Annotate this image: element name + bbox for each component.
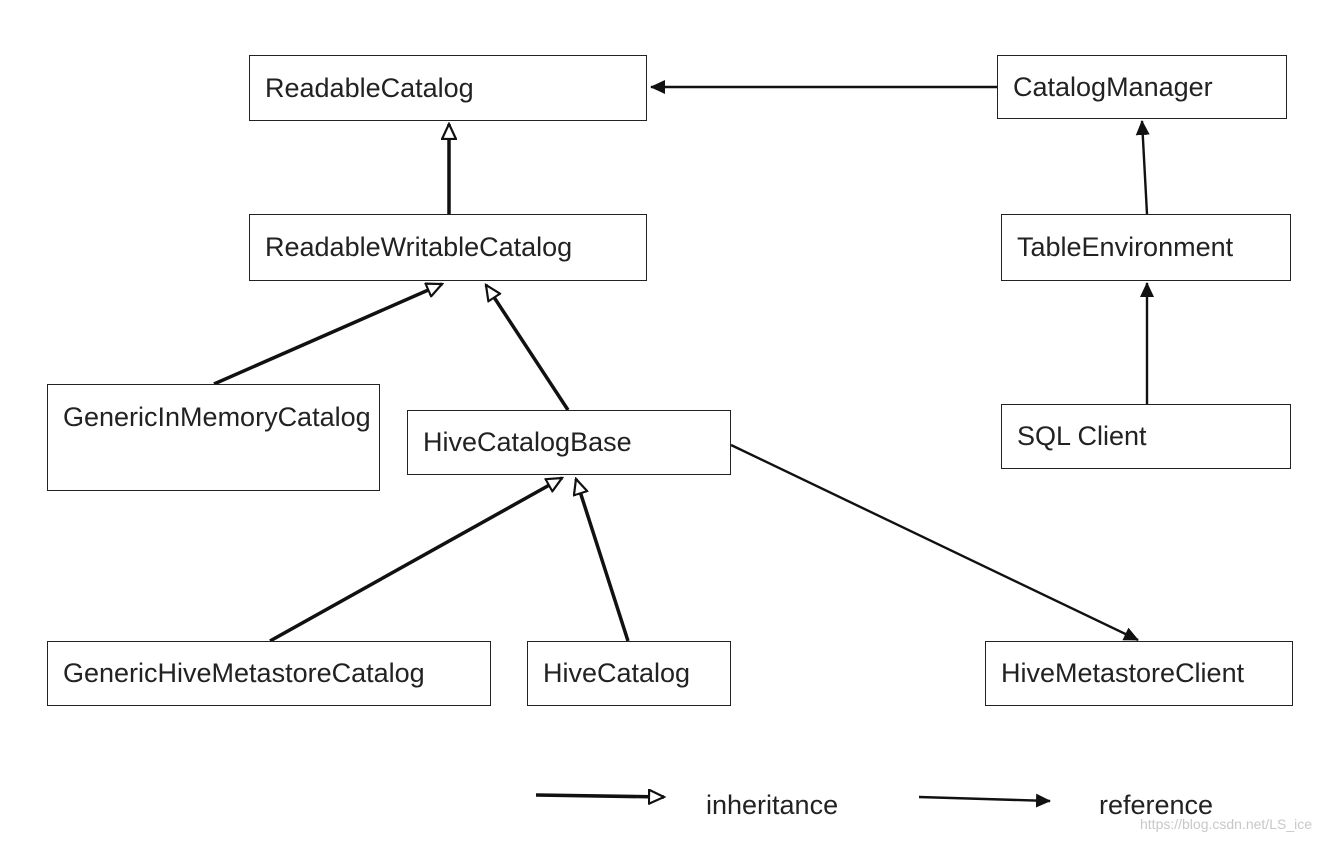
legend-inheritance-arrow — [535, 795, 664, 797]
node-generic-hive-metastore-catalog: GenericHiveMetastoreCatalog — [47, 641, 491, 706]
edge-hivebase-to-hivemetastoreclient — [730, 443, 1139, 642]
node-readable-writable-catalog: ReadableWritableCatalog — [249, 214, 647, 281]
node-hive-catalog-base: HiveCatalogBase — [407, 410, 731, 475]
node-label: HiveMetastoreClient — [1001, 658, 1245, 689]
node-readable-catalog: ReadableCatalog — [249, 55, 647, 121]
legend-reference-arrow — [918, 793, 1051, 808]
node-label: SQL Client — [1017, 421, 1147, 452]
edge-hivebase-to-rwcatalog — [484, 285, 570, 411]
node-label: TableEnvironment — [1017, 232, 1234, 263]
node-hive-metastore-client: HiveMetastoreClient — [985, 641, 1293, 706]
legend-inheritance-label: inheritance — [706, 790, 839, 820]
node-label: ReadableCatalog — [265, 72, 474, 103]
node-label: GenericInMemoryCatalog — [63, 402, 371, 432]
node-generic-in-memory-catalog: GenericInMemoryCatalog — [47, 384, 380, 491]
node-table-environment: TableEnvironment — [1001, 214, 1291, 281]
legend-reference-label: reference — [1099, 790, 1214, 820]
node-sql-client: SQL Client — [1001, 404, 1291, 469]
edge-tableenv-to-catalogmanager — [1135, 120, 1150, 215]
node-hive-catalog: HiveCatalog — [527, 641, 731, 706]
node-label: ReadableWritableCatalog — [265, 232, 573, 263]
edge-genericmem-to-rwcatalog — [213, 282, 442, 386]
node-label: HiveCatalog — [543, 658, 691, 689]
edge-generichive-to-hivebase — [269, 476, 562, 643]
node-catalog-manager: CatalogManager — [997, 55, 1287, 119]
edge-hivecatalog-to-hivebase — [576, 479, 630, 642]
node-label: CatalogManager — [1013, 71, 1213, 102]
node-label: GenericHiveMetastoreCatalog — [63, 658, 425, 689]
watermark: https://blog.csdn.net/LS_ice — [1140, 816, 1312, 832]
node-label: HiveCatalogBase — [423, 427, 632, 458]
